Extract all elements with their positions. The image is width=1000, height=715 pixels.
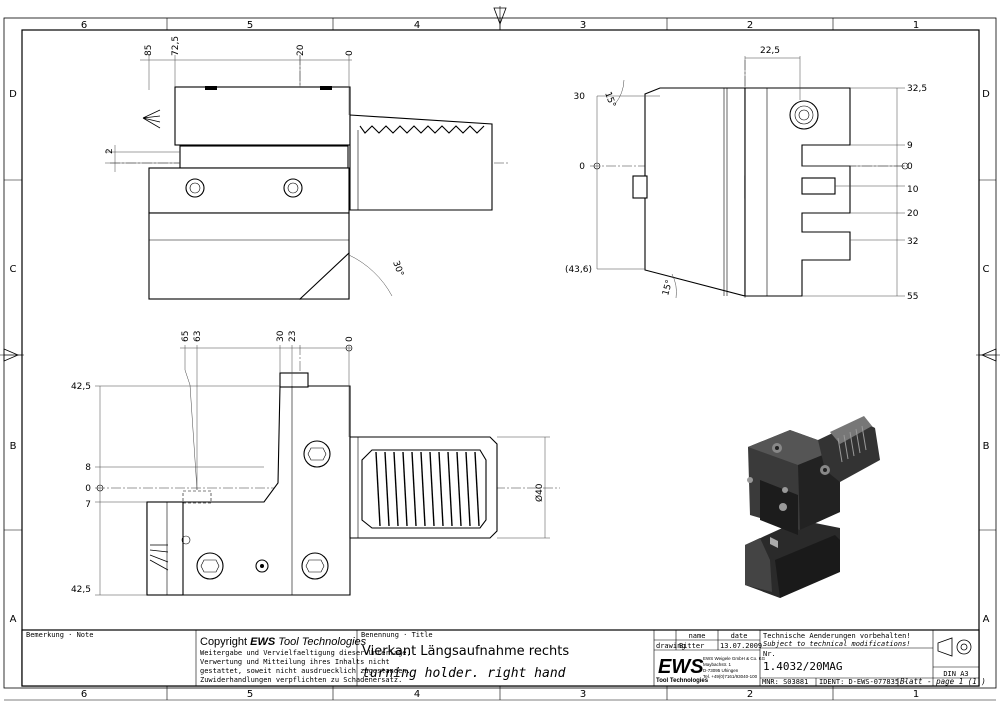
dim-label: 22,5 bbox=[760, 46, 780, 56]
dim-label: 20 bbox=[907, 209, 919, 219]
title-english: turning holder. right hand bbox=[362, 666, 566, 681]
title-block: Bemerkung · Note Copyright EWS Tool Tech… bbox=[21, 629, 986, 687]
dim-label: 65 bbox=[181, 331, 191, 342]
row-label-left: D bbox=[9, 89, 17, 100]
dim-label: 30 bbox=[574, 92, 586, 102]
projection-symbol-icon bbox=[937, 637, 972, 657]
col-label-bottom: 3 bbox=[580, 689, 586, 700]
dim-label: 72,5 bbox=[171, 36, 181, 56]
row-label-left: A bbox=[10, 614, 17, 625]
dim-label: 9 bbox=[907, 141, 913, 151]
angle-label: 30° bbox=[390, 260, 405, 278]
notice-english: Subject to technical modifications! bbox=[763, 640, 911, 648]
number-label: Nr. bbox=[763, 650, 776, 658]
thread-lines bbox=[375, 451, 480, 527]
col-label-top: 1 bbox=[913, 20, 919, 31]
dim-label: 0 bbox=[907, 162, 913, 172]
drawer-name: Bitter bbox=[679, 642, 704, 650]
part-number: 1.4032/20MAG bbox=[763, 660, 842, 673]
col-header-date: date bbox=[731, 632, 748, 640]
dim-label: 0 bbox=[579, 162, 585, 172]
col-label-bottom: 6 bbox=[81, 689, 87, 700]
address-line: D-73095 Uhingen bbox=[703, 668, 739, 673]
angle-label: 15° bbox=[661, 279, 675, 297]
col-header-name: name bbox=[689, 632, 706, 640]
svg-text:EWS: EWS bbox=[658, 656, 704, 678]
dim-label: 20 bbox=[296, 44, 306, 56]
row-label-right: A bbox=[983, 614, 990, 625]
dim-label: 7 bbox=[85, 500, 91, 510]
address-line: EWS Weigele GmbH & Co. KG bbox=[703, 656, 766, 661]
dim-label: Ø40 bbox=[534, 483, 545, 502]
dim-label: 63 bbox=[193, 331, 203, 342]
col-label-top: 3 bbox=[580, 20, 586, 31]
col-label-top: 2 bbox=[747, 20, 753, 31]
dim-label: 32 bbox=[907, 237, 918, 247]
dim-label: 10 bbox=[907, 185, 919, 195]
top-view: 65 63 30 23 0 42,5 8 0 7 42,5 Ø40 bbox=[71, 330, 560, 596]
address-line: Maybachstr. 1 bbox=[703, 662, 732, 667]
front-view: 85 72,5 20 0 2 30° bbox=[105, 36, 510, 300]
row-drawing-label: drawing bbox=[656, 642, 686, 650]
col-label-top: 4 bbox=[414, 20, 420, 31]
paper-format: DIN A3 bbox=[943, 670, 968, 678]
title-label: Benennung · Title bbox=[361, 631, 433, 639]
ews-logo: EWS Tool Technologies bbox=[656, 656, 709, 684]
notice-german: Technische Aenderungen vorbehalten! bbox=[763, 632, 911, 640]
dim-label: 30 bbox=[276, 330, 286, 342]
dim-label: 23 bbox=[288, 331, 298, 342]
col-label-bottom: 5 bbox=[247, 689, 253, 700]
side-view: 22,5 30 0 (43,6) 15° 15° 32,5 9 0 10 20 … bbox=[565, 46, 927, 302]
address-line: Tel. +49(0)7161/93040-100 bbox=[703, 674, 758, 679]
col-label-bottom: 1 bbox=[913, 689, 919, 700]
row-label-right: C bbox=[983, 264, 990, 275]
col-label-bottom: 2 bbox=[747, 689, 753, 700]
dim-label: 85 bbox=[144, 45, 154, 56]
col-label-top: 5 bbox=[247, 20, 253, 31]
svg-text:Tool Technologies: Tool Technologies bbox=[656, 678, 709, 684]
copyright-heading: Copyright EWS Tool Technologies bbox=[200, 636, 367, 648]
dim-label: 0 bbox=[345, 336, 355, 342]
sheet-number: Blatt - page 1 (1 ) bbox=[900, 677, 986, 686]
copyright-line: gestattet, soweit nicht ausdruecklich zu… bbox=[200, 667, 411, 675]
mnr: MNR: S03881 bbox=[762, 678, 808, 686]
dim-label: 2 bbox=[105, 148, 115, 154]
col-label-top: 6 bbox=[81, 20, 87, 31]
dim-label: 55 bbox=[907, 292, 918, 302]
row-label-left: C bbox=[10, 264, 17, 275]
row-label-right: D bbox=[982, 89, 990, 100]
dim-label: 0 bbox=[345, 50, 355, 56]
col-label-bottom: 4 bbox=[414, 689, 420, 700]
copyright-line: Zuwiderhandlungen verpflichten zu Schade… bbox=[200, 676, 402, 684]
dim-label: 42,5 bbox=[71, 585, 91, 595]
dim-label: (43,6) bbox=[565, 265, 592, 275]
row-label-left: B bbox=[10, 441, 17, 452]
drawing-date: 13.07.2009 bbox=[720, 642, 762, 650]
row-label-right: B bbox=[983, 441, 990, 452]
dim-label: 8 bbox=[85, 463, 91, 473]
dim-label: 42,5 bbox=[71, 382, 91, 392]
dim-label: 0 bbox=[85, 484, 91, 494]
note-label: Bemerkung · Note bbox=[26, 631, 93, 639]
copyright-line: Weitergabe und Vervielfaeltigung dieser … bbox=[200, 649, 411, 657]
ident: IDENT: D-EWS-077835 - bbox=[819, 678, 908, 686]
grid-labels: 6 5 4 3 2 1 6 5 4 3 2 1 D C B A D C B A bbox=[9, 20, 990, 700]
isometric-render bbox=[745, 416, 880, 598]
copyright-line: Verwertung und Mitteilung ihres Inhalts … bbox=[200, 658, 390, 666]
title-german: Vierkant Längsaufnahme rechts bbox=[362, 644, 569, 659]
angle-label: 15° bbox=[602, 91, 617, 109]
dim-label: 32,5 bbox=[907, 84, 927, 94]
